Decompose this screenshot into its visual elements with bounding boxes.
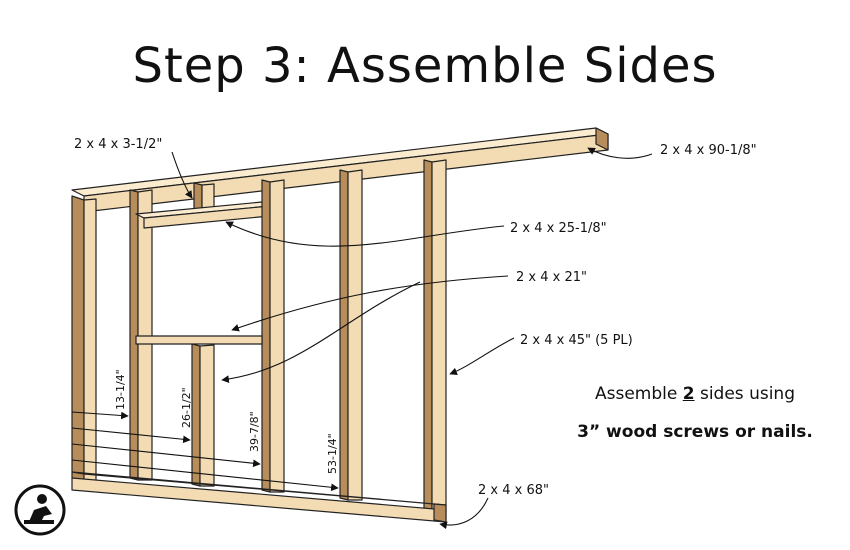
stud-5	[423, 159, 433, 511]
page-title: Step 3: Assemble Sides	[132, 38, 718, 94]
assemble-note-line1: Assemble 2 sides using	[594, 384, 795, 404]
dim-line-4	[71, 459, 339, 492]
label-studs: 2 x 4 x 45" (5 PL)	[520, 333, 633, 348]
label-header: 2 x 4 x 25-1/8"	[510, 221, 607, 236]
callout-arrow-spacer	[171, 151, 193, 199]
dim-line-2	[71, 427, 191, 444]
label-middle: 2 x 4 x 21"	[516, 270, 587, 285]
dim-line-1	[71, 411, 129, 420]
dim-label-4: 53-1/4"	[326, 433, 339, 474]
label-top-plate: 2 x 4 x 90-1/8"	[660, 143, 757, 158]
woodworker-logo-icon	[14, 484, 66, 536]
label-spacer: 2 x 4 x 3-1/2"	[74, 137, 162, 152]
dim-line-3	[71, 443, 261, 468]
middle-board	[135, 335, 263, 345]
assemble-note-line2: 3” wood screws or nails.	[577, 422, 813, 442]
stud-2	[129, 189, 139, 481]
callout-arrow-studs	[449, 337, 515, 375]
stud-left	[71, 195, 85, 485]
callout-arrow-header	[225, 221, 505, 247]
stud-3	[261, 179, 271, 493]
callout-arrow-bottom	[439, 497, 489, 530]
stud-4	[339, 169, 349, 501]
label-bottom-plate: 2 x 4 x 68"	[478, 483, 549, 498]
dim-label-3: 39-7/8"	[248, 411, 261, 452]
top-plate-end	[595, 127, 609, 151]
callout-arrow-cripple	[221, 281, 421, 383]
cripple-stud	[191, 343, 201, 487]
callout-arrow-top-plate	[587, 147, 653, 159]
dim-label-1: 13-1/4"	[114, 369, 127, 410]
callout-arrow-middle	[231, 275, 509, 332]
dim-label-2: 26-1/2"	[180, 387, 193, 428]
